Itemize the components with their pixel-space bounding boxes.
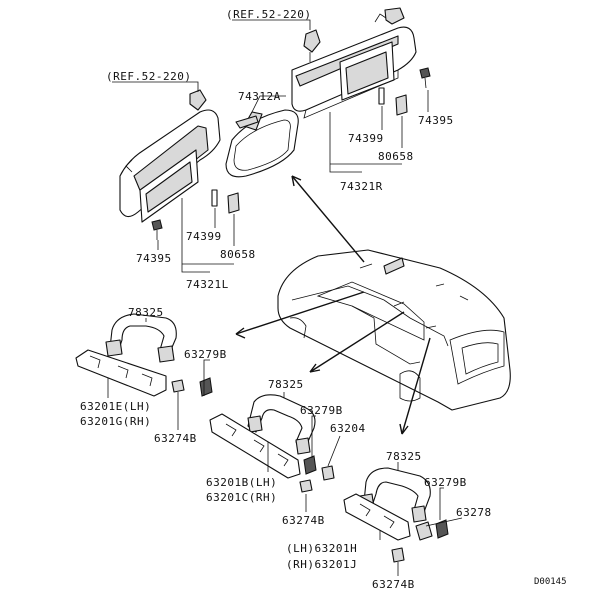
screw-63279b-middle xyxy=(303,455,317,475)
label-63279b-a: 63279B xyxy=(184,348,227,361)
drawing-number: D00145 xyxy=(534,577,567,587)
label-63278: 63278 xyxy=(456,506,492,519)
label-63274b-a: 63274B xyxy=(154,432,197,445)
label-74312a: 74312A xyxy=(238,90,281,103)
assist-grip-middle xyxy=(247,394,316,455)
arrow-to-grip-rear xyxy=(399,337,431,435)
ref-label-right: (REF.52-220) xyxy=(226,8,311,21)
label-63274b-c: 63274B xyxy=(372,578,415,591)
cap-63204 xyxy=(321,465,335,481)
label-74399-left: 74399 xyxy=(186,230,222,243)
visor-hinge-right xyxy=(384,7,405,25)
pad-80658-left xyxy=(227,192,240,214)
assist-grip-front xyxy=(105,313,177,363)
label-74395-left: 74395 xyxy=(136,252,172,265)
clip-63274b-rear xyxy=(391,547,405,563)
ref-label-left: (REF.52-220) xyxy=(106,70,191,83)
screw-74395-right xyxy=(419,67,431,89)
label-63201h: (LH)63201H xyxy=(286,542,357,555)
grip-bracket-front xyxy=(75,349,167,397)
label-63201g: 63201G(RH) xyxy=(80,415,151,428)
rear-view-mirror xyxy=(225,109,299,178)
screw-74395-left xyxy=(151,219,163,240)
label-74395-right: 74395 xyxy=(418,114,454,127)
label-78325-a: 78325 xyxy=(128,306,164,319)
visor-clip-right xyxy=(303,29,321,62)
label-63279b-c: 63279B xyxy=(424,476,467,489)
label-63201b: 63201B(LH) xyxy=(206,476,277,489)
vehicle-body xyxy=(277,249,511,411)
label-63201j: (RH)63201J xyxy=(286,558,357,571)
arrow-to-grip-front xyxy=(235,291,365,339)
screw-63279b-rear xyxy=(435,519,449,539)
label-80658-right: 80658 xyxy=(378,150,414,163)
clip-63274b-front xyxy=(171,379,185,393)
label-80658-left: 80658 xyxy=(220,248,256,261)
arrow-to-grip-middle xyxy=(309,311,405,373)
label-74321l: 74321L xyxy=(186,278,229,291)
label-78325-b: 78325 xyxy=(268,378,304,391)
pad-80658-right xyxy=(395,94,408,116)
cap-63278 xyxy=(415,521,433,541)
label-63279b-b: 63279B xyxy=(300,404,343,417)
screw-63279b-front xyxy=(199,377,213,397)
arrow-to-mirror xyxy=(291,175,365,263)
grip-bracket-rear xyxy=(343,493,411,541)
pin-74399-left xyxy=(211,189,218,207)
visor-clip-left xyxy=(189,89,207,111)
grip-bracket-middle xyxy=(209,413,301,479)
label-63204: 63204 xyxy=(330,422,366,435)
pin-74399-right xyxy=(378,87,385,105)
sun-visor-left xyxy=(119,109,221,223)
label-74399-right: 74399 xyxy=(348,132,384,145)
clip-63274b-middle xyxy=(299,479,313,493)
label-63201c: 63201C(RH) xyxy=(206,491,277,504)
leader-lines xyxy=(107,19,463,576)
label-63274b-b: 63274B xyxy=(282,514,325,527)
sun-visor-right xyxy=(291,13,417,119)
label-74321r: 74321R xyxy=(340,180,383,193)
label-78325-c: 78325 xyxy=(386,450,422,463)
label-63201e: 63201E(LH) xyxy=(80,400,151,413)
